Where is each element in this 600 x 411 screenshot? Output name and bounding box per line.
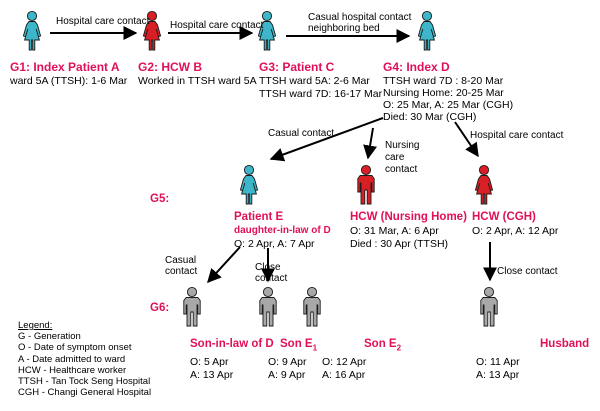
hcw-nursing-detail-1: O: 31 Mar, A: 6 Apr — [350, 225, 439, 237]
edge-label-nursing-3: contact — [385, 164, 418, 175]
patient-e-name: Patient E — [234, 211, 284, 223]
g3-detail-2: TTSH ward 7D: 16-17 Mar — [259, 88, 383, 100]
son-e1-name: Son E1 — [280, 338, 318, 353]
husband-male-icon — [480, 286, 498, 327]
patient-e-details: O: 2 Apr, A: 7 Apr — [234, 238, 315, 250]
g4-detail-3: O: 25 Mar, A: 25 Mar (CGH) — [383, 99, 514, 111]
edge-label-nursing-2: care — [385, 152, 405, 163]
g4-detail-4: Died: 30 Mar (CGH) — [383, 111, 477, 123]
edge-label-close-cgh: Close contact — [497, 266, 558, 277]
edge-label-c-d-line2: neighboring bed — [308, 23, 380, 34]
hcw-cgh-name: HCW (CGH) — [472, 211, 536, 223]
arrow-e-to-son-in-law — [207, 246, 241, 284]
g2-detail: Worked in TTSH ward 5A — [138, 75, 257, 87]
legend-item: G - Generation — [18, 331, 81, 343]
legend-item: CGH - Changi General Hospital — [18, 387, 152, 399]
patient-a-female-icon — [22, 10, 42, 51]
edge-label-a-b: Hospital care contact — [56, 16, 150, 27]
son-in-law-detail-1: O: 5 Apr — [190, 356, 229, 368]
hcw-nursing-name: HCW (Nursing Home) — [350, 211, 467, 223]
legend-item: O - Date of symptom onset — [18, 342, 132, 354]
son-e1-detail-1: O: 9 Apr — [268, 356, 307, 368]
husband-detail-2: A: 13 Apr — [476, 369, 520, 381]
edge-label-casual-2: contact — [165, 266, 198, 277]
edge-label-close-e-2: contact — [255, 273, 288, 284]
g1-detail: ward 5A (TTSH): 1-6 Mar — [10, 75, 128, 87]
arrow-d-to-hcw-nursing — [363, 127, 377, 160]
edge-label-close-e-1: Close — [255, 262, 281, 273]
arrow-d-to-hcw-cgh — [454, 121, 479, 158]
edge-label-casual-1: Casual — [165, 255, 197, 266]
index-d-female-icon — [417, 10, 437, 51]
legend-item: A - Date admitted to ward — [18, 353, 126, 365]
legend-item: HCW - Healthcare worker — [18, 364, 127, 376]
edge-label-nursing-1: Nursing — [385, 140, 420, 151]
edge-label-c-d-line1: Casual hospital contact — [308, 12, 412, 23]
patient-e-female-icon — [239, 164, 259, 205]
son-in-law-male-icon — [183, 286, 201, 327]
g1-title: G1: Index Patient A — [10, 60, 120, 74]
son-in-law-name: Son-in-law of D — [190, 338, 274, 350]
hcw-nursing-detail-2: Died : 30 Apr (TTSH) — [350, 238, 449, 250]
g3-detail-1: TTSH ward 5A: 2-6 Mar — [259, 75, 370, 87]
son-e2-name: Son E2 — [364, 338, 402, 353]
edge-label-d-hcw-cgh: Hospital care contact — [470, 130, 564, 141]
g4-detail-2: Nursing Home: 20-25 Mar — [383, 87, 504, 99]
legend: Legend: G - Generation O - Date of sympt… — [18, 320, 151, 398]
son-e2-detail-1: O: 12 Apr — [322, 356, 367, 368]
son-e2-male-icon — [303, 286, 321, 327]
g5-row-label: G5: — [150, 193, 170, 205]
g6-row-label: G6: — [150, 302, 170, 314]
legend-title: Legend: — [18, 320, 53, 331]
edge-label-b-c: Hospital care contact — [170, 20, 264, 31]
son-in-law-detail-2: A: 13 Apr — [190, 369, 234, 381]
hcw-cgh-female-icon — [474, 164, 494, 205]
son-e1-detail-2: A: 9 Apr — [268, 369, 306, 381]
arrow-d-to-e — [269, 117, 384, 162]
hcw-nursing-male-icon — [357, 164, 375, 205]
son-e2-detail-2: A: 16 Apr — [322, 369, 366, 381]
edge-label-d-e: Casual contact — [268, 128, 335, 139]
son-e1-male-icon — [259, 286, 277, 327]
g4-detail-1: TTSH ward 7D : 8-20 Mar — [383, 75, 504, 87]
legend-item: TTSH - Tan Tock Seng Hospital — [18, 376, 151, 388]
g4-title: G4: Index D — [383, 60, 450, 74]
g2-title: G2: HCW B — [138, 60, 202, 74]
g3-title: G3: Patient C — [259, 60, 335, 74]
hcw-cgh-detail: O: 2 Apr, A: 12 Apr — [472, 225, 559, 237]
patient-e-relation: daughter-in-law of D — [234, 225, 331, 236]
husband-name: Husband — [540, 338, 590, 350]
husband-detail-1: O: 11 Apr — [476, 356, 520, 368]
